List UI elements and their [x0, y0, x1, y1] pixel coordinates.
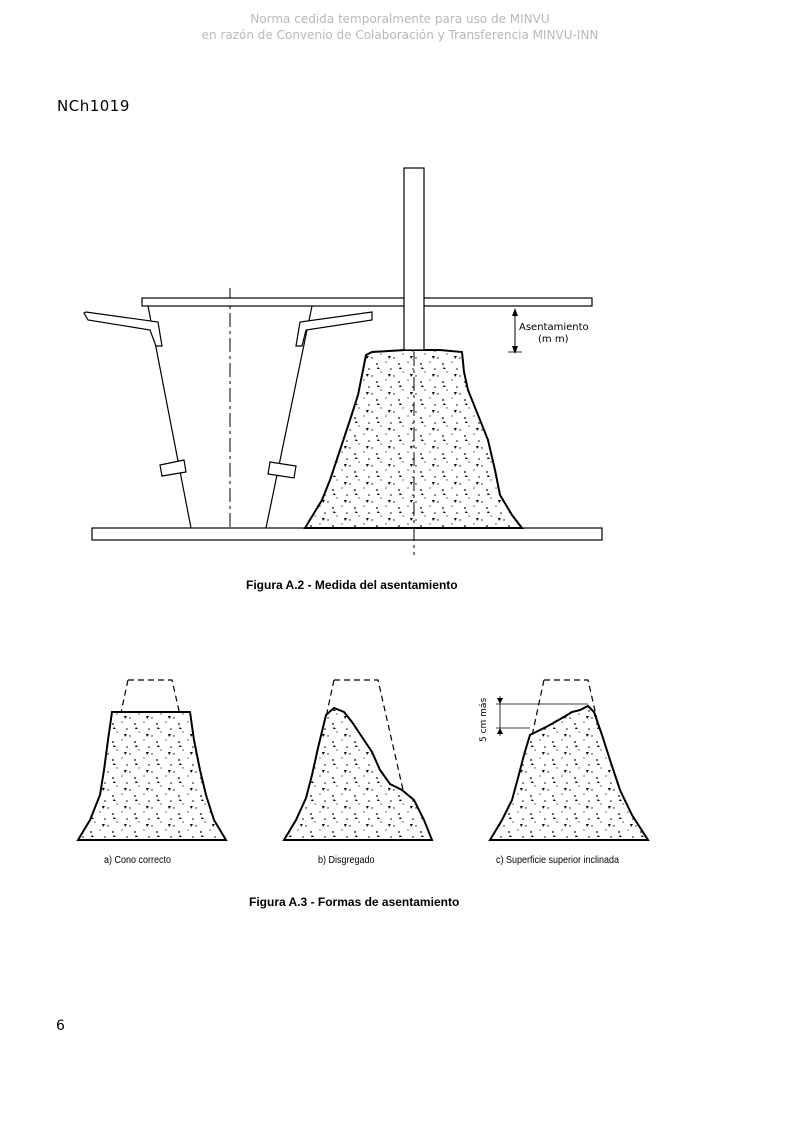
inclined-dimension-label: 5 cm más: [479, 698, 489, 742]
watermark-line-2: en razón de Convenio de Colaboración y T…: [201, 28, 599, 42]
tamping-rod: [403, 167, 425, 351]
slump-dimension: Asentamiento (m m): [508, 308, 589, 354]
subcaption-c: c) Superficie superior inclinada: [496, 855, 620, 866]
slump-label-line1: Asentamiento: [519, 322, 589, 333]
watermark-line-1: Norma cedida temporalmente para uso de M…: [250, 12, 550, 26]
figure-a3-caption: Figura A.3 - Formas de asentamiento: [249, 895, 460, 909]
lifted-cone: [83, 288, 373, 530]
figure-a2-caption: Figura A.2 - Medida del asentamiento: [246, 578, 458, 592]
slump-label-line2: (m m): [538, 334, 569, 345]
figure-a2-slump-measurement: Asentamiento (m m): [83, 167, 603, 555]
shape-inclined-top: 5 cm más: [479, 679, 650, 841]
subcaption-b: b) Disgregado: [318, 855, 375, 866]
straight-edge-bar: [141, 297, 593, 307]
figure-a3-slump-shapes: 5 cm más: [76, 679, 650, 841]
subcaption-a: a) Cono correcto: [104, 855, 172, 866]
shape-sheared: [282, 679, 434, 841]
standard-code: NCh1019: [57, 97, 130, 115]
page-number: 6: [56, 1018, 65, 1034]
shape-correct-cone: [76, 679, 228, 841]
base-plate: [91, 527, 603, 541]
